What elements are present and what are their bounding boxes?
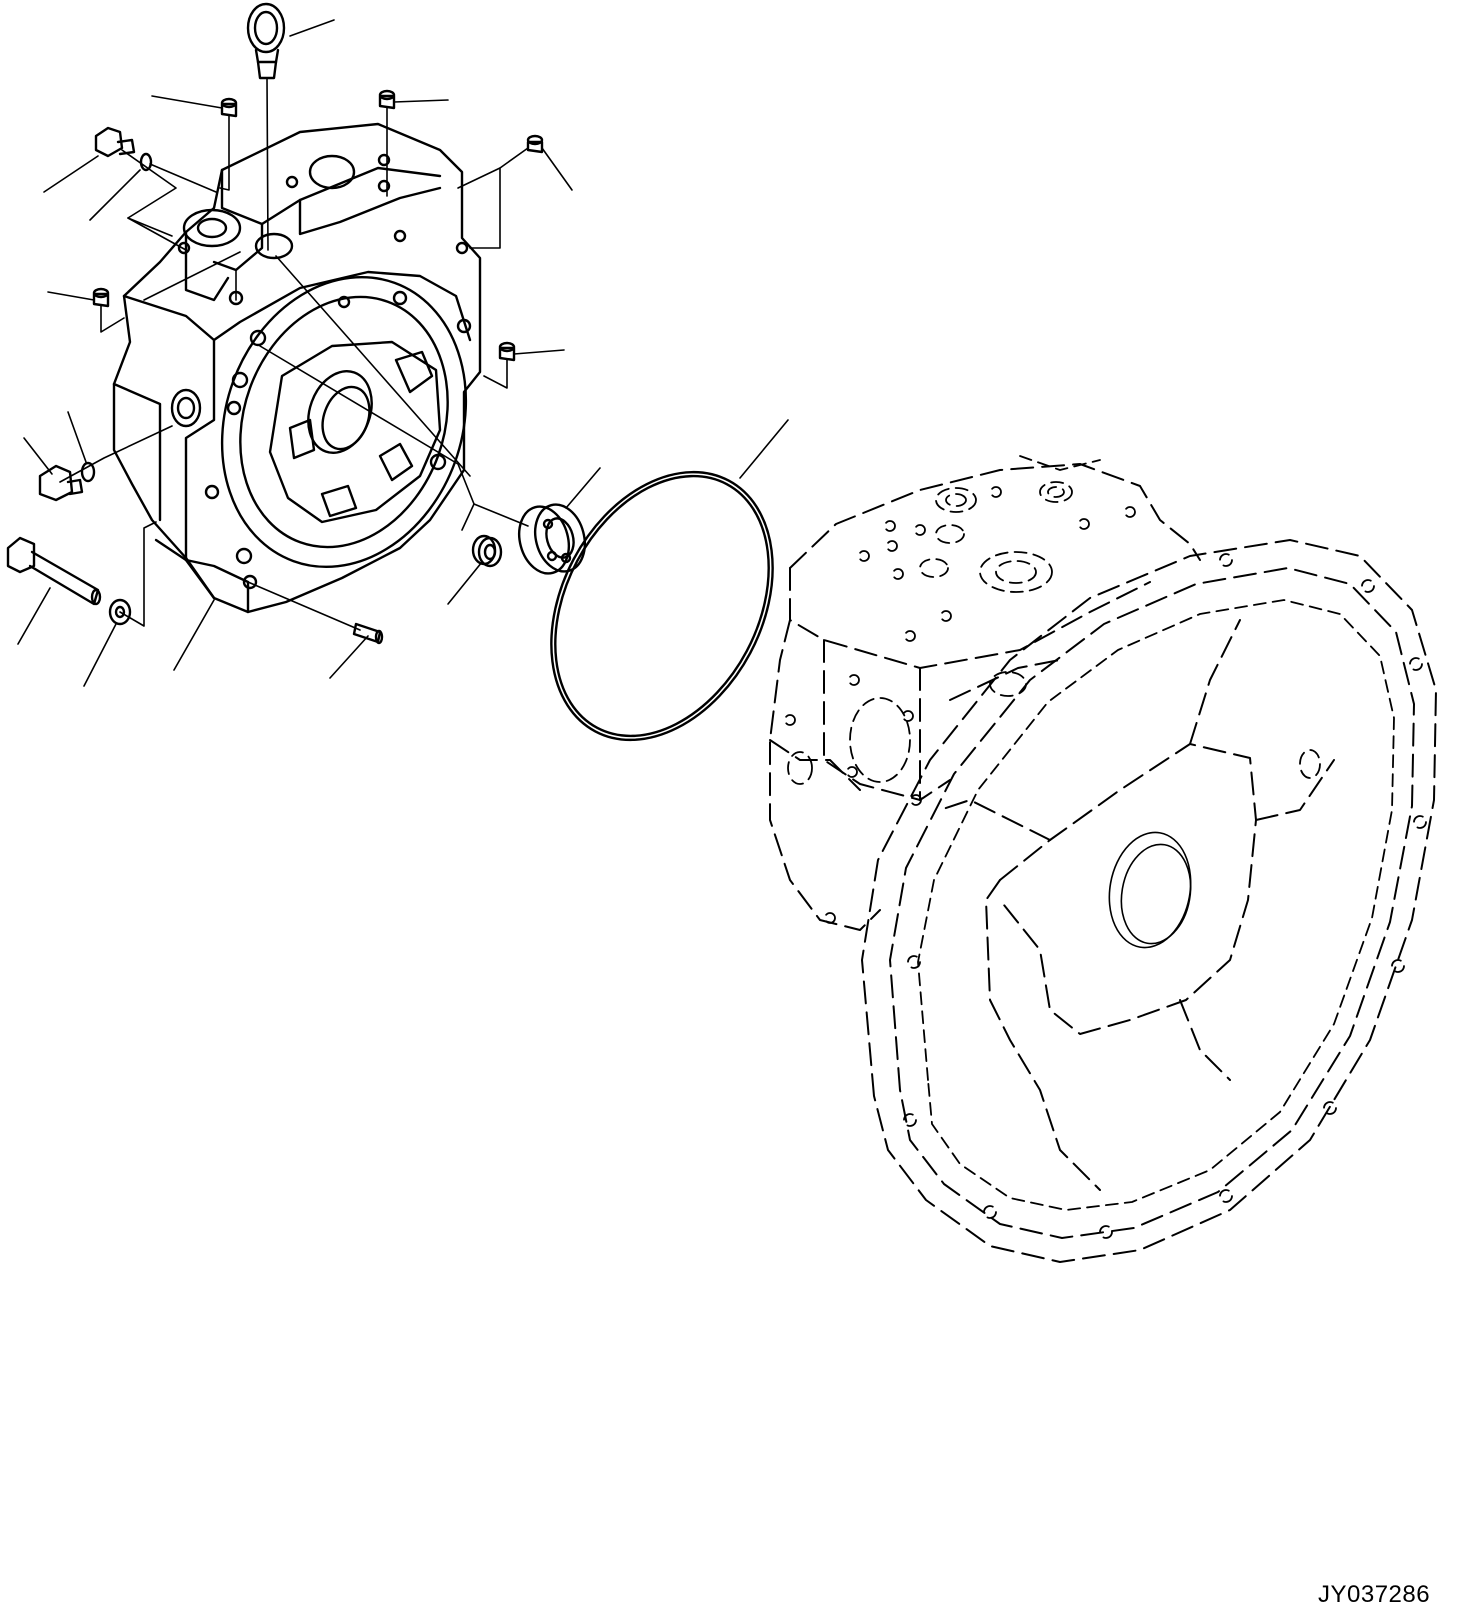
end-cover-icon <box>112 122 482 614</box>
long-bolt-icon <box>6 536 102 606</box>
pin-icon <box>352 622 384 645</box>
o-ring-icon <box>80 152 153 483</box>
pump-housing-icon <box>769 455 1437 1263</box>
leader-lines <box>17 19 789 687</box>
drawing-reference-code: JY037286 <box>1318 1581 1431 1608</box>
large-o-ring-icon <box>550 470 774 742</box>
washer-icon <box>108 598 132 626</box>
eyebolt-icon <box>246 2 286 251</box>
needle-bearing-icon <box>471 534 503 568</box>
flange-bolt-icon <box>38 126 136 502</box>
bearing-icon <box>518 503 586 575</box>
